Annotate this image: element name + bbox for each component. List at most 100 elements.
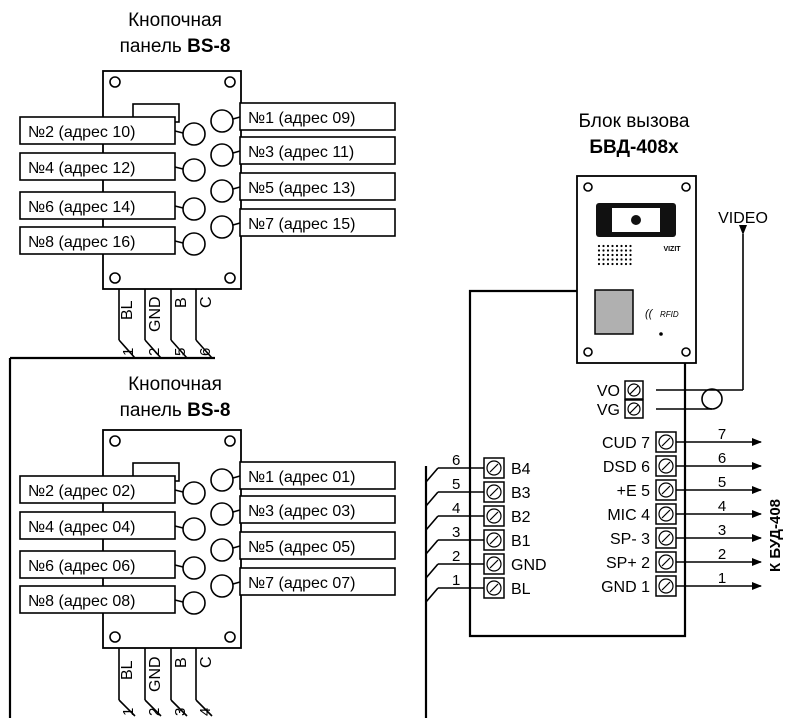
device-screw-tr bbox=[681, 182, 691, 192]
top-wire-2: 2 bbox=[146, 348, 163, 356]
top-panel-title-line2: панель BS-8 bbox=[120, 36, 231, 57]
call-button-icon bbox=[182, 158, 206, 182]
top-panel-screw-bl bbox=[109, 272, 121, 284]
button-label-left: №8 (адрес 08) bbox=[28, 593, 135, 610]
bottom-wire-1: 1 bbox=[120, 708, 137, 716]
top-panel-buttons: №2 (адрес 10) №4 (адрес 12) №6 (адрес 14) №… bbox=[19, 102, 396, 256]
bottom-panel-title-line2: панель BS-8 bbox=[120, 400, 231, 421]
top-panel-title-line1: Кнопочная bbox=[128, 10, 222, 31]
call-button-icon bbox=[182, 232, 206, 256]
left-terminal-label: B1 bbox=[511, 533, 531, 550]
button-label-left: №2 (адрес 10) bbox=[28, 124, 135, 141]
top-pin-gnd: GND bbox=[147, 296, 164, 332]
top-panel: Кнопочная панель BS-8 №2 (адрес 10) №4 (а… bbox=[10, 10, 396, 360]
call-button-icon bbox=[182, 197, 206, 221]
right-terminal-label: GND 1 bbox=[601, 579, 650, 596]
call-block-title-line2: БВД-408х bbox=[589, 137, 679, 158]
bottom-wire-4: 4 bbox=[197, 708, 214, 716]
left-terminal-label: B4 bbox=[511, 461, 531, 478]
left-terminal-label: BL bbox=[511, 581, 531, 598]
left-wire-number: 1 bbox=[452, 572, 460, 589]
button-label-left: №6 (адрес 06) bbox=[28, 558, 135, 575]
call-button-icon bbox=[210, 143, 234, 167]
left-terminal-label: B3 bbox=[511, 485, 531, 502]
call-button-icon bbox=[210, 502, 234, 526]
brand-logo: VIZIT bbox=[663, 246, 681, 253]
right-wire-number: 2 bbox=[718, 546, 726, 563]
button-label-right: №5 (адрес 05) bbox=[248, 539, 355, 556]
destination-label: К БУД-408 bbox=[767, 499, 784, 572]
call-button-icon bbox=[182, 481, 206, 505]
call-button-icon bbox=[182, 591, 206, 615]
right-wire-number: 7 bbox=[718, 426, 726, 443]
bottom-panel-buttons: №2 (адрес 02)№4 (адрес 04)№6 (адрес 06)№… bbox=[19, 461, 396, 615]
device-screw-bl bbox=[583, 347, 593, 357]
video-label: VIDEO bbox=[718, 210, 768, 227]
button-label-left: №2 (адрес 02) bbox=[28, 483, 135, 500]
bottom-panel-screw-tr bbox=[224, 435, 236, 447]
terminal-vg-label: VG bbox=[597, 402, 620, 419]
right-terminal-label: CUD 7 bbox=[602, 435, 650, 452]
call-button-icon bbox=[210, 109, 234, 133]
right-terminal-label: SP+ 2 bbox=[606, 555, 650, 572]
right-wire-number: 5 bbox=[718, 474, 726, 491]
top-wire-6: 6 bbox=[197, 348, 214, 356]
left-wire-number: 5 bbox=[452, 476, 460, 493]
coax-shield-icon bbox=[701, 388, 723, 410]
left-terminal-label: B2 bbox=[511, 509, 531, 526]
button-label-right: №5 (адрес 13) bbox=[248, 180, 355, 197]
left-wire-number: 3 bbox=[452, 524, 460, 541]
top-pin-b: B bbox=[173, 297, 190, 308]
top-panel-screw-tr bbox=[224, 76, 236, 88]
button-label-left: №4 (адрес 12) bbox=[28, 160, 135, 177]
right-terminal-label: SP- 3 bbox=[610, 531, 650, 548]
button-label-right: №3 (адрес 11) bbox=[248, 144, 354, 161]
call-button-icon bbox=[210, 574, 234, 598]
right-terminal-label: MIC 4 bbox=[607, 507, 650, 524]
indicator-led-icon bbox=[659, 332, 663, 336]
device-screw-br bbox=[681, 347, 691, 357]
bottom-panel-screw-bl bbox=[109, 631, 121, 643]
call-block: Блок вызова БВД-408х VIZIT (( RFID VIDEO… bbox=[424, 111, 784, 718]
call-block-title-line1: Блок вызова bbox=[579, 111, 690, 132]
terminal-vo-label: VO bbox=[597, 383, 620, 400]
button-label-right: №1 (адрес 09) bbox=[248, 110, 355, 127]
button-label-left: №6 (адрес 14) bbox=[28, 199, 135, 216]
button-label-left: №8 (адрес 16) bbox=[28, 234, 135, 251]
button-label-right: №3 (адрес 03) bbox=[248, 503, 355, 520]
call-button-icon bbox=[210, 179, 234, 203]
button-label-right: №1 (адрес 01) bbox=[248, 469, 355, 486]
bottom-panel: Кнопочная панель BS-8 №2 (адрес 02)№4 (а… bbox=[19, 374, 396, 717]
camera-lens-icon bbox=[631, 215, 641, 225]
bottom-wire-2: 2 bbox=[146, 708, 163, 716]
left-wire-number: 6 bbox=[452, 452, 460, 469]
call-button-icon bbox=[210, 468, 234, 492]
right-wire-number: 3 bbox=[718, 522, 726, 539]
bottom-pin-gnd: GND bbox=[147, 656, 164, 692]
speaker-grille-icon bbox=[597, 244, 632, 266]
device-screw-tl bbox=[583, 182, 593, 192]
bottom-panel-screw-br bbox=[224, 631, 236, 643]
bottom-wire-3: 3 bbox=[172, 708, 189, 716]
top-wire-5: 5 bbox=[172, 348, 189, 356]
top-panel-screw-tl bbox=[109, 76, 121, 88]
top-pin-c: C bbox=[198, 296, 215, 308]
call-button-icon bbox=[210, 538, 234, 562]
bottom-panel-title-line1: Кнопочная bbox=[128, 374, 222, 395]
call-button-icon bbox=[182, 556, 206, 580]
right-wire-number: 1 bbox=[718, 570, 726, 587]
rfid-wave-icon: (( bbox=[645, 308, 654, 320]
bottom-pin-bl: BL bbox=[119, 660, 136, 680]
call-button bbox=[594, 289, 634, 335]
top-pin-bl: BL bbox=[119, 300, 136, 320]
call-button-icon bbox=[182, 517, 206, 541]
button-label-right: №7 (адрес 15) bbox=[248, 216, 355, 233]
right-terminal-label: +E 5 bbox=[617, 483, 650, 500]
top-wire-1: 1 bbox=[120, 348, 137, 356]
button-label-right: №7 (адрес 07) bbox=[248, 575, 355, 592]
top-panel-screw-br bbox=[224, 272, 236, 284]
left-wire-number: 2 bbox=[452, 548, 460, 565]
